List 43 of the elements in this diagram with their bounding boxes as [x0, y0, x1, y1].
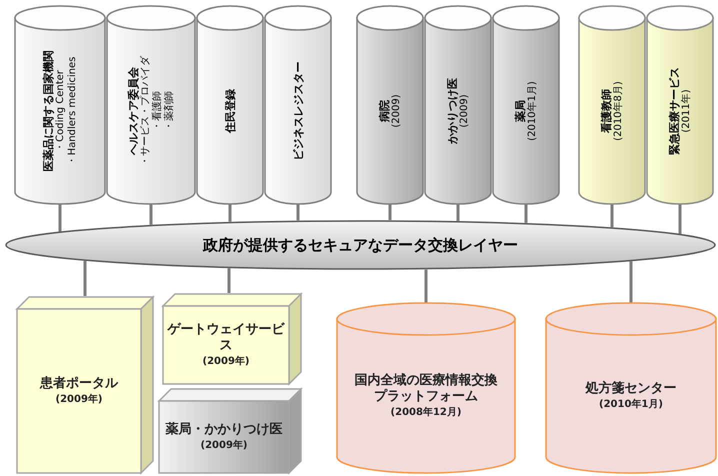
node-detail: (2009年) — [200, 438, 248, 452]
node-detail: (2009年) — [202, 354, 250, 368]
node-title: ヘルスケア委員会 — [126, 67, 140, 155]
node-title: 患者ポータル — [40, 376, 118, 392]
node-detail: (2011年) — [680, 89, 692, 133]
connector-line — [424, 270, 428, 303]
connector-line — [228, 268, 230, 293]
node-title: 処方箋センター — [586, 381, 676, 397]
node-title: 住民登録 — [224, 89, 236, 133]
node-title: 看護教師 — [600, 89, 612, 133]
node-title: 緊急医療サービス — [668, 67, 680, 155]
node-title: 医薬品に関する国家機関 — [42, 50, 54, 172]
node-detail: (2009) — [458, 94, 470, 128]
node-title: 薬局 — [514, 100, 526, 122]
node-title: 薬局・かかりつけ医 — [166, 422, 282, 438]
node-title: かかりつけ医 — [446, 78, 458, 144]
connector-line — [610, 204, 614, 228]
connector-line — [228, 204, 232, 222]
node-title: 病院 — [378, 100, 390, 122]
node-detail: ・サービス・プロバイダ — [140, 56, 152, 166]
node-detail: ・薬剤師 — [164, 91, 176, 131]
node-detail: ・看護師 — [152, 91, 164, 131]
connector-line — [58, 204, 62, 232]
connector-line — [630, 261, 632, 303]
node-title: ゲートウェイサービス — [166, 322, 286, 354]
node-detail: (2010年8月) — [612, 81, 624, 141]
node-title: ビジネスレジスター — [292, 62, 304, 160]
node-detail: (2008年12月) — [390, 406, 462, 419]
connector-line — [388, 204, 392, 220]
connector-line — [296, 204, 300, 220]
node-title: 政府が提供するセキュアなデータ交換レイヤー — [203, 237, 518, 253]
connector-line — [678, 204, 682, 234]
node-detail: (2010年1月) — [526, 81, 538, 141]
node-title: 国内全域の医療情報交換プラットフォーム — [354, 373, 498, 405]
node-detail: (2009年) — [56, 392, 102, 406]
node-detail: ・Coding Center — [54, 70, 66, 152]
node-detail: ・Handlers medicines — [66, 56, 78, 166]
connector-line — [84, 260, 86, 296]
connector-line — [456, 204, 460, 221]
node-detail: (2009) — [390, 94, 402, 128]
node-detail: (2010年1月) — [599, 398, 663, 411]
connector-line — [150, 204, 152, 225]
connector-line — [524, 204, 528, 223]
